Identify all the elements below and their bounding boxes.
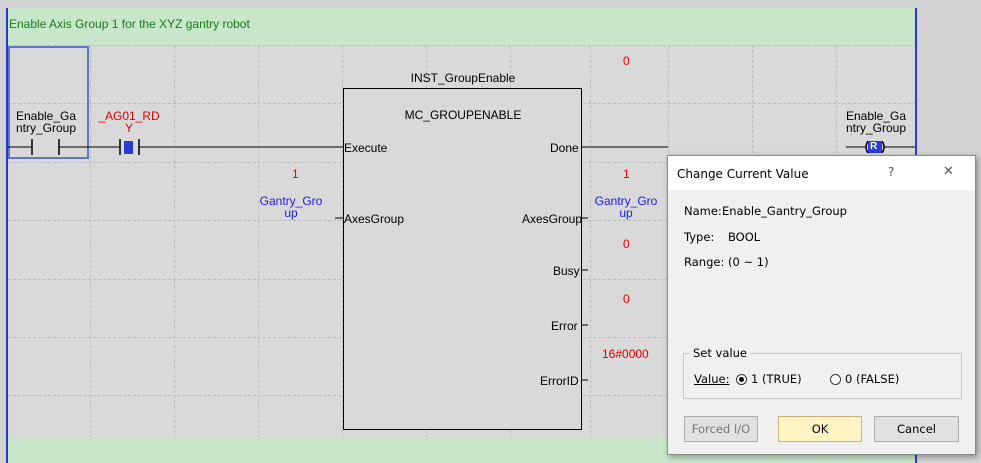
radio-true-label[interactable]: 1 (TRUE): [751, 372, 802, 386]
var-line2: up: [619, 206, 633, 220]
radio-true[interactable]: [736, 374, 747, 385]
type-value: BOOL: [728, 230, 761, 244]
dialog-title: Change Current Value: [677, 167, 809, 181]
fb-output-axesgroup: AxesGroup: [522, 212, 583, 226]
change-current-value-dialog[interactable]: Change Current Value ? ✕ Name: Enable_Ga…: [667, 155, 976, 455]
fb-input-axesgroup: AxesGroup: [344, 212, 405, 226]
fb-output-busy: Busy: [553, 264, 580, 278]
cancel-button[interactable]: Cancel: [874, 416, 959, 442]
radio-false-label[interactable]: 0 (FALSE): [845, 372, 900, 386]
execute-input-value: 1: [292, 167, 299, 181]
name-label: Name:: [684, 204, 722, 218]
coil-label: Enable_Ga ntry_Group: [842, 110, 910, 134]
axesgroup-output-var: Gantry_Gro up: [590, 195, 662, 219]
contact-label-line1: Enable_Ga: [15, 109, 77, 123]
range-value: (0 ~ 1): [728, 255, 769, 269]
fb-output-error: Error: [551, 319, 578, 333]
name-value: Enable_Gantry_Group: [722, 204, 847, 218]
value-label: Value:: [694, 372, 730, 386]
contact-enable-gantry-label: Enable_Ga ntry_Group: [14, 110, 78, 134]
ok-button[interactable]: OK: [778, 416, 862, 442]
fb-type-name: MC_GROUPENABLE: [404, 108, 522, 122]
busy-value: 0: [623, 237, 630, 251]
coil-label-line1: Enable_Ga: [845, 109, 907, 123]
coil-reset-glyph: R: [870, 141, 878, 152]
var-line1: Gantry_Gro: [259, 194, 323, 208]
contact-label-line2: ntry_Group: [15, 121, 77, 135]
selection-cursor: [8, 46, 89, 159]
contact-ag01-rdy-label: _AG01_RD Y: [96, 110, 162, 134]
fb-input-execute: Execute: [344, 141, 388, 155]
set-value-group: [683, 353, 962, 399]
error-value: 0: [623, 292, 630, 306]
axesgroup-output-value: 1: [623, 167, 630, 181]
errorid-value: 16#0000: [602, 347, 649, 361]
done-value: 0: [623, 54, 630, 68]
rung-comment: Enable Axis Group 1 for the XYZ gantry r…: [9, 17, 250, 31]
axesgroup-input-var: Gantry_Gro up: [256, 195, 326, 219]
fb-output-done: Done: [550, 141, 579, 155]
help-icon[interactable]: ?: [888, 165, 895, 179]
contact-label-line1: _AG01_RD: [98, 109, 160, 123]
forced-io-button[interactable]: Forced I/O: [684, 416, 758, 442]
contact-label-line2: Y: [124, 121, 133, 135]
type-label: Type:: [684, 230, 715, 244]
rung-comment-bar[interactable]: [8, 8, 916, 45]
var-line2: up: [284, 206, 298, 220]
close-icon[interactable]: ✕: [943, 164, 954, 179]
range-label: Range:: [684, 255, 725, 269]
dialog-titlebar[interactable]: Change Current Value ? ✕: [668, 156, 975, 190]
coil-label-line2: ntry_Group: [845, 121, 907, 135]
set-value-legend: Set value: [690, 346, 750, 360]
radio-false[interactable]: [830, 374, 841, 385]
var-line1: Gantry_Gro: [594, 194, 658, 208]
fb-output-errorid: ErrorID: [540, 374, 579, 388]
left-power-rail: [6, 8, 8, 463]
function-block[interactable]: [343, 88, 582, 430]
fb-instance-name: INST_GroupEnable: [410, 71, 516, 85]
